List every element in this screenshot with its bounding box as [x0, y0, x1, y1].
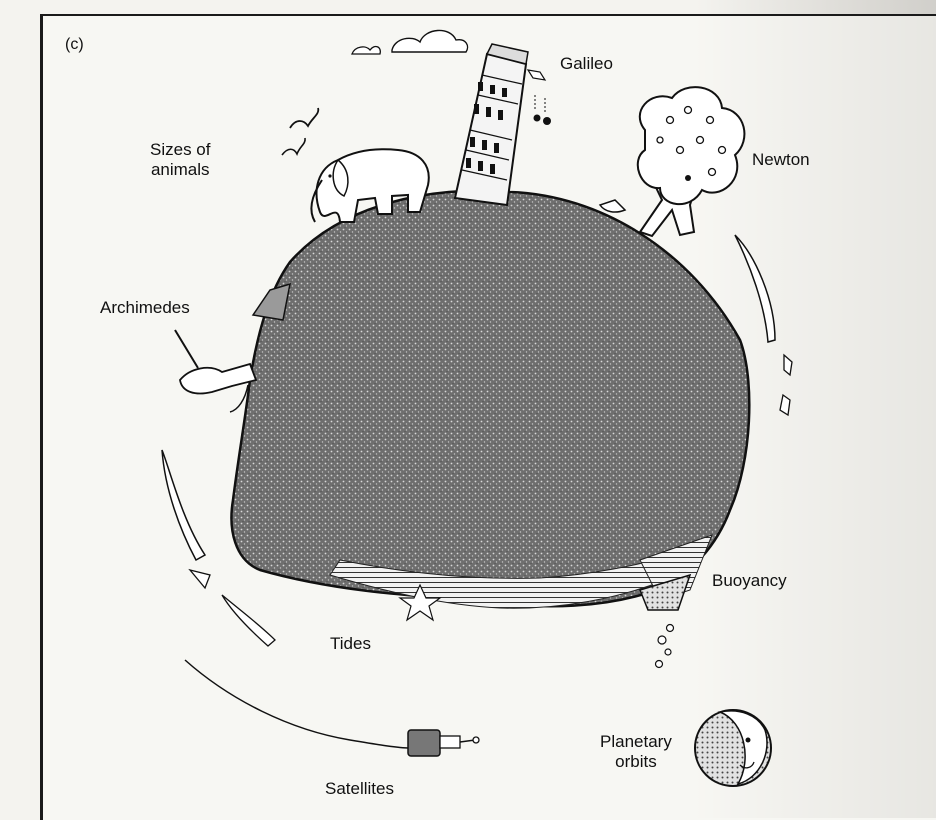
label-sizes-of-animals: Sizes of animals: [150, 140, 210, 180]
bird-icon: [282, 138, 305, 155]
apple-tree-icon: [600, 87, 744, 236]
shard: [784, 355, 792, 375]
label-planetary-orbits: Planetary orbits: [600, 732, 672, 772]
shard: [162, 450, 205, 560]
moon-icon: [695, 710, 771, 786]
label-newton: Newton: [752, 150, 810, 170]
shard: [780, 395, 790, 415]
buoyancy-ship-icon: [640, 575, 690, 668]
shard: [735, 235, 775, 342]
bird-icon: [290, 108, 318, 128]
shard: [222, 595, 275, 646]
panel-label: (c): [65, 36, 84, 54]
label-galileo: Galileo: [560, 54, 613, 74]
earth-globe: [231, 191, 749, 607]
label-tides: Tides: [330, 634, 371, 654]
satellite-icon: [408, 730, 479, 756]
label-archimedes: Archimedes: [100, 298, 190, 318]
shard: [190, 570, 210, 588]
cloud-icon: [392, 30, 468, 52]
satellite-orbit-path: [185, 660, 410, 748]
label-buoyancy: Buoyancy: [712, 571, 787, 591]
label-satellites: Satellites: [325, 779, 394, 799]
falling-balls-icon: [528, 70, 551, 125]
cloud-small-icon: [352, 47, 380, 54]
leaning-tower-icon: [455, 44, 528, 205]
